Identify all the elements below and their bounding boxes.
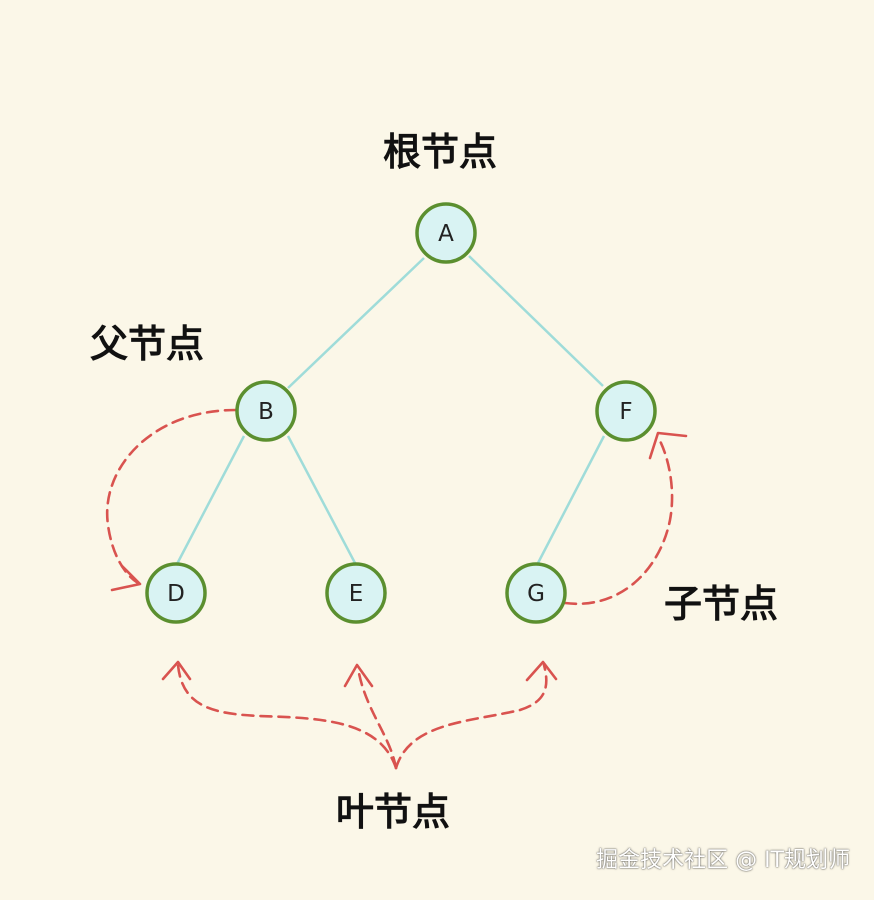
watermark: 掘金技术社区 @ IT规划师 (596, 848, 850, 873)
edge-b-d (175, 435, 246, 565)
tree-node-a: A (415, 202, 477, 264)
arrow-leaf-to-d (176, 663, 398, 770)
arrow-head-f (648, 431, 688, 460)
tree-node-f: F (595, 380, 657, 442)
parent-node-label: 父节点 (90, 322, 204, 366)
arrow-parent-to-child (105, 408, 238, 585)
node-label-g: G (527, 581, 545, 607)
tree-node-g: G (505, 562, 567, 624)
node-label-a: A (438, 221, 454, 247)
arrow-leaf-to-g (394, 663, 548, 770)
node-label-e: E (349, 581, 364, 607)
edge-a-b (287, 257, 425, 389)
arrow-head-leaf-d (161, 660, 192, 681)
arrow-head-d (110, 564, 142, 592)
arrow-head-leaf-g (525, 660, 558, 682)
arrow-child-to-parent (563, 435, 674, 606)
root-node-label: 根节点 (383, 130, 497, 174)
tree-node-d: D (145, 562, 207, 624)
arrow-leaf-to-e (356, 666, 398, 770)
tree-node-e: E (325, 562, 387, 624)
arrow-head-leaf-e (343, 663, 374, 688)
node-label-f: F (619, 399, 632, 425)
edge-f-g (536, 435, 606, 564)
node-label-b: B (258, 399, 274, 425)
child-node-label: 子节点 (664, 582, 778, 626)
tree-node-b: B (235, 380, 297, 442)
leaf-node-label: 叶节点 (336, 790, 450, 834)
edge-a-f (468, 255, 604, 387)
edge-b-e (286, 435, 357, 564)
node-label-d: D (167, 581, 185, 607)
